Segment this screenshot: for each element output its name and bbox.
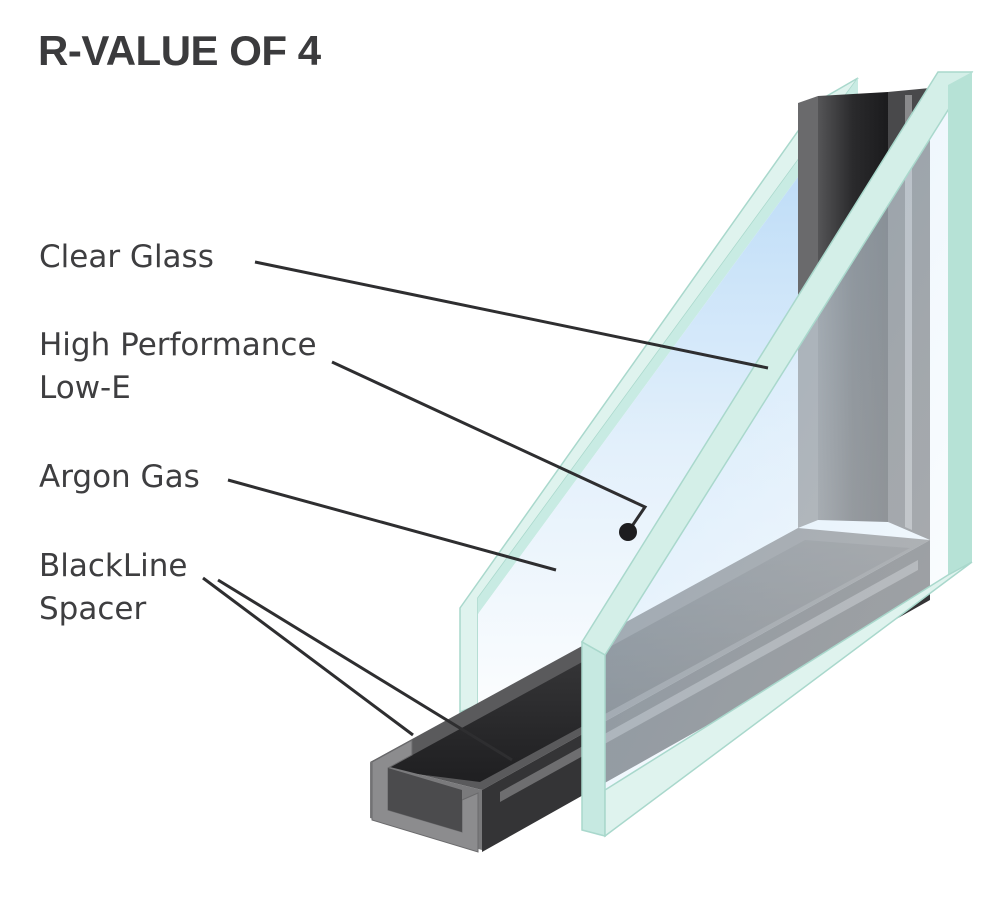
front-glass-pane <box>580 71 974 838</box>
spacer-label-line1: BlackLine <box>39 548 188 584</box>
argon-gas-leader <box>227 478 557 572</box>
argon-gas-label: Argon Gas <box>39 459 200 495</box>
spacer-leader-2 <box>217 578 513 762</box>
leader-lines <box>202 260 769 762</box>
clear-glass-leader <box>254 260 769 370</box>
low-e-leader <box>331 360 648 533</box>
clear-glass-label: Clear Glass <box>39 239 214 275</box>
page-title: R-VALUE OF 4 <box>38 27 321 74</box>
low-e-label-line1: High Performance <box>39 327 317 363</box>
low-e-label-line2: Low-E <box>39 370 131 406</box>
spacer-leader-1 <box>202 576 414 737</box>
spacer-label-line2: Spacer <box>39 591 147 627</box>
low-e-dot <box>619 523 637 541</box>
